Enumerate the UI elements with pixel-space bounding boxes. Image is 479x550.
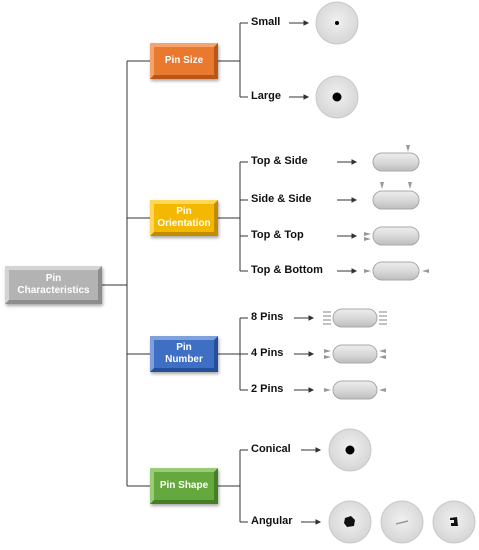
top-side-pill-illustration [372,145,420,172]
leaf-top-and-side: Top & Side [251,155,308,167]
leaf-2-pins: 2 Pins [251,383,284,395]
leaf-side-and-side: Side & Side [251,193,312,205]
category-pin-number: Pin Number [150,336,218,372]
root-node-pin-characteristics: Pin Characteristics [5,266,102,304]
category-pin-orientation-line-1: Pin [176,206,192,217]
category-pin-shape-label: Pin Shape [159,480,209,491]
category-pin-number-line-2: Number [165,354,203,365]
small-pin-disc-illustration [315,1,359,45]
category-pin-size-label: Pin Size [164,55,204,66]
angular-pin-disc-illustration-3 [432,500,476,544]
category-pin-orientation: Pin Orientation [150,200,218,236]
category-pin-size: Pin Size [150,43,218,79]
top-bottom-pill-illustration [364,261,429,281]
category-pin-orientation-line-2: Orientation [157,218,211,229]
conical-pin-disc-illustration [328,428,372,472]
side-side-pill-illustration [372,182,420,210]
two-pins-pill-illustration [324,380,386,400]
leaf-top-and-bottom: Top & Bottom [251,264,323,276]
leaf-8-pins: 8 Pins [251,311,284,323]
leaf-conical: Conical [251,443,291,455]
top-top-pill-illustration [364,226,420,246]
leaf-small: Small [251,16,281,28]
angular-pin-disc-illustration-1 [328,500,372,544]
angular-pin-disc-illustration-2 [380,500,424,544]
four-pins-pill-illustration [324,344,386,364]
root-node-line-1: Pin [45,273,62,284]
category-pin-shape: Pin Shape [150,468,218,504]
leaf-top-and-top: Top & Top [251,229,304,241]
root-node-line-2: Characteristics [17,285,90,296]
eight-pins-pill-illustration [323,308,387,328]
leaf-4-pins: 4 Pins [251,347,284,359]
leaf-angular: Angular [251,515,293,527]
leaf-large: Large [251,90,281,102]
category-pin-number-line-1: Pin [176,342,192,353]
large-pin-disc-illustration [315,75,359,119]
